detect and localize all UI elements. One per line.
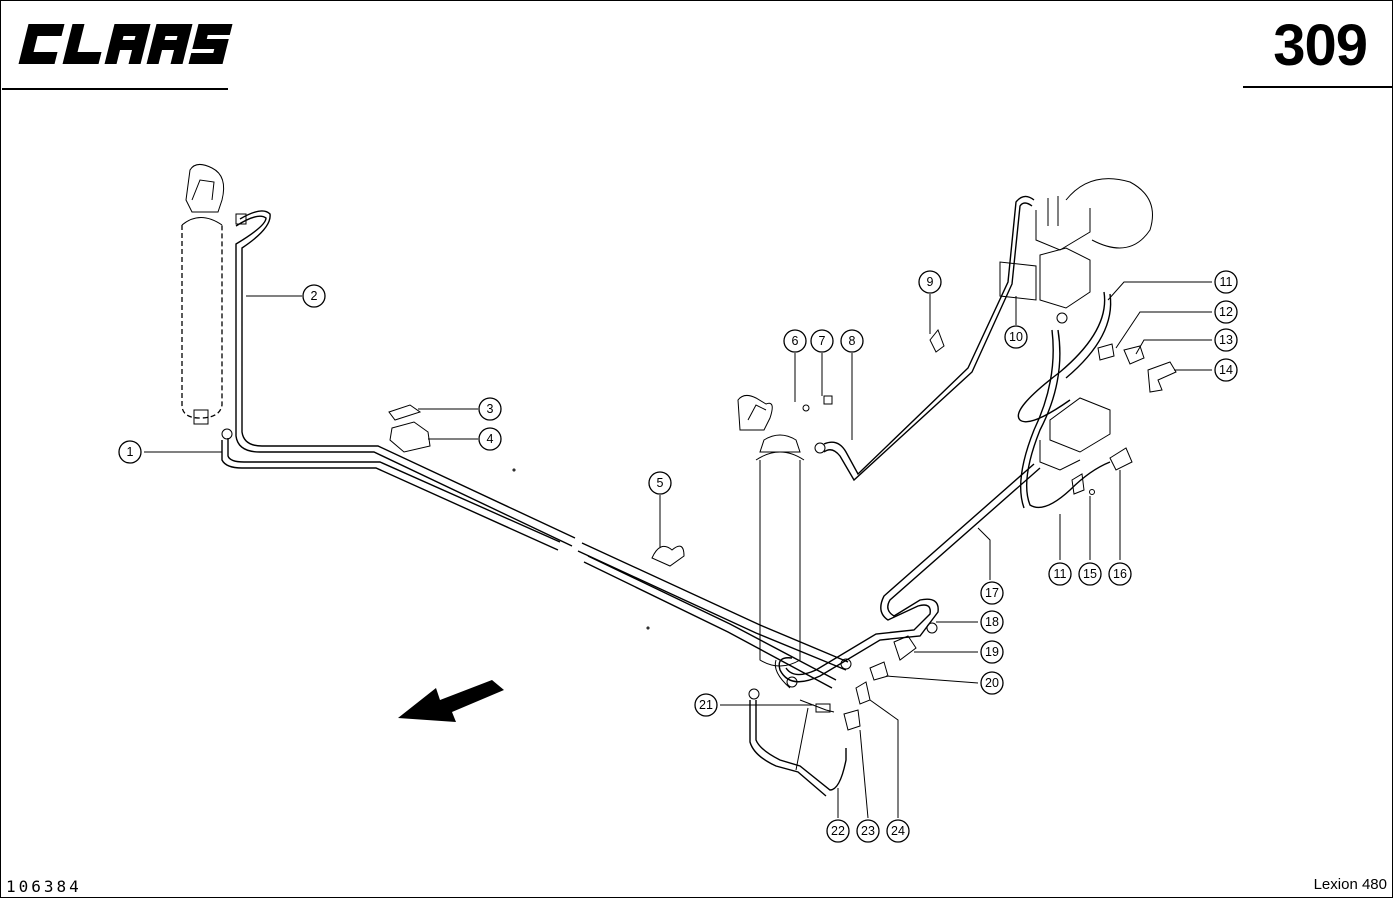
svg-text:4: 4	[487, 432, 494, 446]
callout-4: 4	[478, 427, 502, 451]
direction-arrow-icon	[398, 680, 504, 722]
callout-6: 6	[783, 329, 807, 353]
callout-2: 2	[302, 284, 326, 308]
svg-text:6: 6	[792, 334, 799, 348]
svg-text:16: 16	[1113, 567, 1127, 581]
pipe-22	[749, 699, 847, 797]
callout-8: 8	[840, 329, 864, 353]
svg-text:22: 22	[831, 824, 845, 838]
callout-14: 14	[1214, 358, 1238, 382]
svg-text:10: 10	[1009, 330, 1023, 344]
svg-text:20: 20	[985, 676, 999, 690]
callout-19: 19	[980, 640, 1004, 664]
logo-rule	[2, 88, 228, 90]
callout-3: 3	[478, 397, 502, 421]
callout-13: 13	[1214, 328, 1238, 352]
center-hydraulic-cylinder	[737, 394, 826, 700]
svg-text:11: 11	[1220, 275, 1233, 289]
svg-text:15: 15	[1083, 567, 1097, 581]
callout-5: 5	[648, 471, 672, 495]
pipe-2	[235, 210, 852, 671]
svg-text:23: 23	[861, 824, 875, 838]
svg-text:12: 12	[1219, 305, 1233, 319]
page-number: 309	[1273, 13, 1368, 78]
svg-text:24: 24	[891, 824, 905, 838]
svg-text:7: 7	[819, 334, 826, 348]
valve-block	[999, 178, 1153, 324]
callout-11-top: 11	[1214, 270, 1238, 294]
callout-7: 7	[810, 329, 834, 353]
svg-text:14: 14	[1219, 363, 1233, 377]
callout-20: 20	[980, 671, 1004, 695]
callout-10: 10	[1004, 325, 1028, 349]
svg-text:3: 3	[487, 402, 494, 416]
callout-23: 23	[856, 819, 880, 843]
svg-text:1: 1	[127, 445, 134, 459]
callout-9: 9	[918, 270, 942, 294]
callout-11-bottom: 11	[1048, 562, 1072, 586]
svg-text:13: 13	[1219, 333, 1233, 347]
callout-22: 22	[826, 819, 850, 843]
drawing-number: 106384	[6, 877, 82, 896]
callout-16: 16	[1108, 562, 1132, 586]
claas-logo	[18, 24, 233, 64]
leader-lines	[144, 281, 1212, 819]
svg-text:8: 8	[849, 334, 856, 348]
lower-valve-block	[1039, 397, 1111, 471]
callout-21: 21	[694, 693, 718, 717]
callout-12: 12	[1214, 300, 1238, 324]
pipe-1	[221, 438, 837, 689]
svg-text:11: 11	[1054, 567, 1067, 581]
page-number-rule	[1243, 86, 1393, 88]
svg-text:9: 9	[927, 275, 934, 289]
left-hydraulic-cylinder	[181, 164, 247, 440]
svg-text:19: 19	[985, 645, 999, 659]
callout-24: 24	[886, 819, 910, 843]
callout-15: 15	[1078, 562, 1102, 586]
svg-text:21: 21	[699, 698, 713, 712]
svg-text:17: 17	[985, 586, 999, 600]
callout-1: 1	[118, 440, 142, 464]
callout-17: 17	[980, 581, 1004, 605]
svg-text:2: 2	[311, 289, 318, 303]
pipe-8	[823, 195, 1035, 482]
hose-11	[1017, 291, 1112, 509]
model-label: Lexion 480	[1313, 876, 1387, 893]
svg-text:5: 5	[657, 476, 664, 490]
callout-18: 18	[980, 610, 1004, 634]
svg-text:18: 18	[985, 615, 999, 629]
fittings	[388, 329, 1177, 731]
